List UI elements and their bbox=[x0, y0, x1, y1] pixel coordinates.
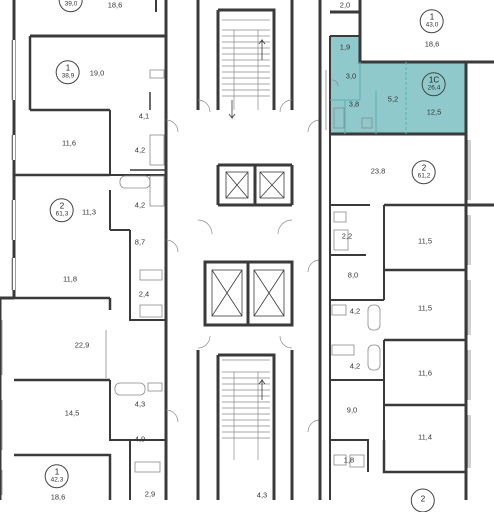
right-block-walls bbox=[318, 0, 494, 500]
room-area-label: 3,8 bbox=[348, 99, 360, 109]
room-area-label: 12,5 bbox=[426, 107, 442, 117]
lift-crosses bbox=[211, 171, 285, 317]
room-area-label: 3,0 bbox=[345, 71, 357, 81]
left-block-fixtures bbox=[105, 69, 165, 473]
apartment-circle bbox=[56, 60, 80, 84]
room-area-label: 4,3 bbox=[134, 399, 146, 409]
room-area-label: 1,9 bbox=[339, 42, 351, 52]
apartment-circle bbox=[410, 488, 435, 512]
room-area-label: 18,6 bbox=[107, 0, 123, 10]
apartment-tag[interactable]: 2 bbox=[410, 488, 435, 512]
room-area-label: 23,8 bbox=[370, 166, 386, 176]
right-block-windows bbox=[325, 70, 471, 468]
room-area-label: 8,7 bbox=[134, 237, 146, 247]
apartment-tag[interactable]: 1 38,9 bbox=[56, 60, 80, 84]
room-area-label: 4,2 bbox=[349, 361, 361, 371]
room-area-label: 11,6 bbox=[417, 368, 433, 378]
room-area-label: 22,9 bbox=[74, 340, 90, 350]
apartment-tag[interactable]: 1 42,3 bbox=[45, 464, 69, 488]
room-area-label: 11,4 bbox=[417, 432, 433, 442]
door-swings bbox=[165, 99, 321, 433]
room-area-label: 4,3 bbox=[256, 490, 268, 500]
room-area-label: 1,8 bbox=[343, 455, 355, 465]
apartment-tag[interactable]: 2 61,2 bbox=[412, 160, 436, 184]
apartment-tag[interactable]: 2 61,3 bbox=[50, 198, 74, 222]
room-area-label: 11,6 bbox=[61, 138, 77, 148]
room-area-label: 11,5 bbox=[417, 236, 433, 246]
room-area-label: 4,1 bbox=[138, 111, 150, 121]
room-area-label: 4,2 bbox=[134, 145, 146, 155]
room-area-label: 9,0 bbox=[346, 405, 358, 415]
apartment-circle bbox=[412, 160, 436, 184]
room-area-label: 11,5 bbox=[417, 303, 433, 313]
room-area-label: 2,0 bbox=[339, 0, 351, 10]
room-area-label: 2,2 bbox=[341, 231, 353, 241]
apartment-tag[interactable]: 1 39,0 bbox=[59, 0, 83, 12]
room-area-label: 8,0 bbox=[347, 270, 359, 280]
room-area-label: 4,2 bbox=[134, 200, 146, 210]
room-area-label: 4,2 bbox=[349, 306, 361, 316]
apartment-circle bbox=[422, 72, 446, 96]
room-area-label: 14,5 bbox=[64, 408, 80, 418]
core-walls bbox=[196, 0, 294, 500]
floor-plan bbox=[0, 0, 494, 500]
apartment-tag-highlighted[interactable]: 1С 26,4 bbox=[422, 72, 446, 96]
room-area-label: 4,9 bbox=[134, 434, 146, 444]
apartment-circle bbox=[420, 9, 444, 33]
room-area-label: 2,4 bbox=[138, 289, 150, 299]
room-area-label: 11,8 bbox=[62, 274, 78, 284]
arrows bbox=[228, 38, 266, 400]
room-area-label: 19,0 bbox=[89, 68, 105, 78]
room-area-label: 11,3 bbox=[81, 207, 97, 217]
room-area-label: 18,6 bbox=[424, 39, 440, 49]
room-area-label: 5,2 bbox=[387, 94, 399, 104]
apartment-circle bbox=[50, 198, 74, 222]
apartment-tag[interactable]: 1 43,0 bbox=[420, 9, 444, 33]
right-block-fixtures bbox=[331, 79, 381, 468]
left-block-walls bbox=[0, 0, 168, 500]
stair-flights bbox=[222, 19, 270, 460]
room-area-label: 2,9 bbox=[144, 489, 156, 499]
apartment-circle bbox=[45, 464, 69, 488]
room-area-label: 18,6 bbox=[50, 492, 66, 502]
